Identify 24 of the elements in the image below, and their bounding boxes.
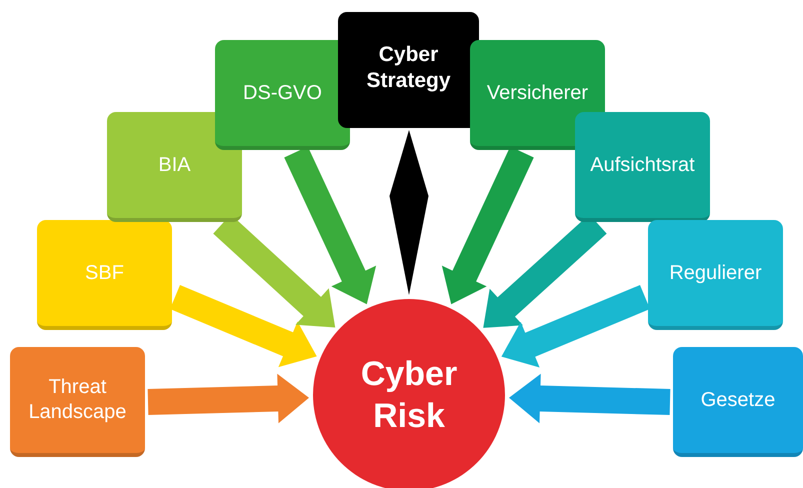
box-label: BIA	[158, 152, 191, 178]
box-label: SBF	[85, 260, 124, 286]
box-label: Versicherer	[486, 80, 588, 106]
box-label: DS-GVO	[243, 80, 322, 106]
topic-box	[575, 112, 710, 222]
arrow	[509, 374, 670, 424]
box-label: Gesetze	[700, 388, 776, 412]
topic-box	[10, 347, 145, 457]
arrow	[501, 285, 650, 368]
topic-box	[648, 220, 783, 330]
box-label: Cyber Strategy	[365, 42, 452, 94]
box-label: Regulierer	[669, 260, 762, 286]
circle-label: Cyber Risk	[360, 354, 458, 437]
arrow	[170, 285, 317, 368]
topic-box	[338, 12, 479, 128]
topic-box	[470, 40, 605, 150]
topic-box	[37, 220, 172, 330]
topic-box	[107, 112, 242, 222]
topic-box	[673, 347, 803, 457]
topic-box	[215, 40, 350, 150]
arrow	[148, 374, 309, 424]
diamond-connector	[390, 130, 428, 295]
box-label: Aufsichtsrat	[590, 152, 695, 178]
box-label: Threat Landscape	[28, 375, 128, 425]
